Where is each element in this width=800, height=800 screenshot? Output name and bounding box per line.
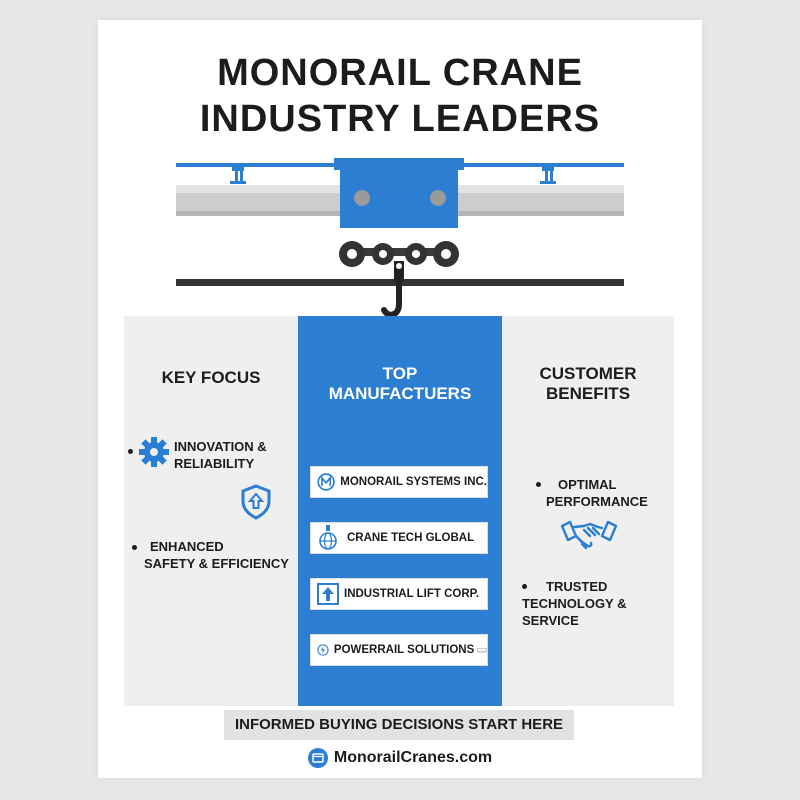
gear-icon xyxy=(139,437,169,467)
rail-hanger-left xyxy=(230,167,246,184)
benefits-heading-line-2: BENEFITS xyxy=(545,384,631,403)
trolley xyxy=(334,158,464,170)
manufacturer-name: POWERRAIL SOLUTIONS xyxy=(333,644,475,656)
bullet-2 xyxy=(132,545,137,550)
poster: MONORAIL CRANE INDUSTRY LEADERS xyxy=(98,20,702,778)
key-focus-heading: KEY FOCUS xyxy=(161,368,261,387)
bullet-4 xyxy=(522,584,527,589)
title-line-2: INDUSTRY LEADERS xyxy=(199,98,601,140)
innovation-line-2: RELIABILITY xyxy=(174,456,255,471)
manufacturers-heading-line-2: MANUFACTUERS xyxy=(328,384,472,403)
trusted-text: TRUSTED TECHNOLOGY & SERVICE xyxy=(522,578,674,629)
bullet-1 xyxy=(128,449,133,454)
innovation-text: INNOVATION & RELIABILITY xyxy=(174,438,267,472)
lightning-icon xyxy=(317,644,329,656)
safety-line-1: ENHANCED xyxy=(150,539,224,554)
optimal-line-2: PERFORMANCE xyxy=(546,494,648,509)
customer-benefits-column: CUSTOMER BENEFITS OPTIMAL PERFORMANCE xyxy=(502,316,674,706)
footer: MonorailCranes.com xyxy=(98,746,702,770)
hook-icon xyxy=(381,261,404,318)
rail-car-icon xyxy=(477,648,487,653)
trusted-line-2: TECHNOLOGY & SERVICE xyxy=(522,596,627,628)
monorail-crane-illustration xyxy=(176,158,624,318)
handshake-icon xyxy=(560,520,618,550)
cta-banner: INFORMED BUYING DECISIONS START HERE xyxy=(224,710,574,740)
manufacturer-name: INDUSTRIAL LIFT CORP. xyxy=(344,588,480,600)
manufacturer-crane-tech[interactable]: CRANE TECH GLOBAL xyxy=(310,522,488,554)
optimal-line-1: OPTIMAL xyxy=(558,477,617,492)
benefits-heading-line-1: CUSTOMER xyxy=(539,364,637,383)
safety-line-2: SAFETY & EFFICIENCY xyxy=(144,556,289,571)
optimal-text: OPTIMAL PERFORMANCE xyxy=(546,476,674,510)
manufacturer-name: CRANE TECH GLOBAL xyxy=(347,532,475,544)
browser-icon xyxy=(307,748,328,768)
page-title: MONORAIL CRANE INDUSTRY LEADERS xyxy=(98,50,702,142)
website-link[interactable]: MonorailCranes.com xyxy=(333,749,493,766)
benefits-heading: CUSTOMER BENEFITS xyxy=(502,364,674,404)
shield-icon xyxy=(241,484,271,520)
innovation-line-1: INNOVATION & xyxy=(174,439,267,454)
manufacturer-monorail-systems[interactable]: MONORAIL SYSTEMS INC. xyxy=(310,466,488,498)
m-logo-icon xyxy=(317,473,335,491)
manufacturer-industrial-lift[interactable]: INDUSTRIAL LIFT CORP. xyxy=(310,578,488,610)
safety-text: ENHANCED SAFETY & EFFICIENCY xyxy=(144,538,304,572)
trusted-line-1: TRUSTED xyxy=(546,579,608,594)
rail-hanger-right xyxy=(540,167,556,184)
three-column-section: KEY FOCUS INNOVATION & RELIAB xyxy=(124,316,674,706)
manufacturer-name: MONORAIL SYSTEMS INC. xyxy=(340,476,487,488)
key-focus-column: KEY FOCUS INNOVATION & RELIAB xyxy=(124,316,298,706)
up-arrow-icon xyxy=(317,583,339,605)
manufacturers-heading-line-1: TOP xyxy=(382,364,418,383)
manufacturer-powerrail[interactable]: POWERRAIL SOLUTIONS xyxy=(310,634,488,666)
bullet-3 xyxy=(536,482,541,487)
globe-hook-icon xyxy=(319,525,337,550)
manufacturers-column: TOP MANUFACTUERS MONORAIL SYSTEMS INC. C… xyxy=(298,316,502,706)
title-line-1: MONORAIL CRANE xyxy=(217,52,583,94)
manufacturers-heading: TOP MANUFACTUERS xyxy=(298,364,502,404)
